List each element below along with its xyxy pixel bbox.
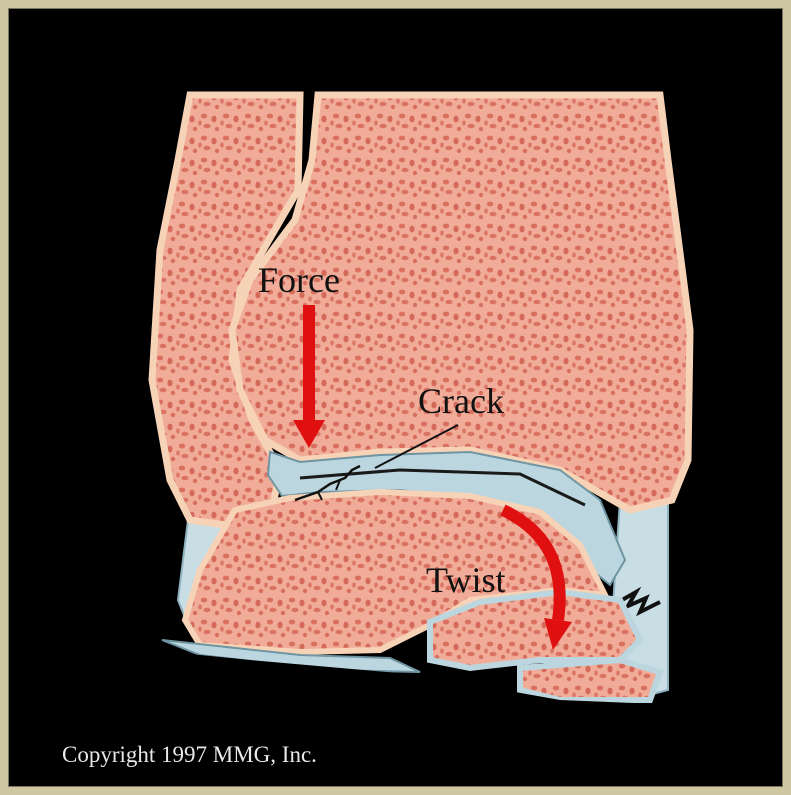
twist-label: Twist xyxy=(426,562,506,598)
foot-bone-right xyxy=(520,660,660,700)
crack-label: Crack xyxy=(418,383,504,419)
copyright-notice: Copyright 1997 MMG, Inc. xyxy=(62,742,317,768)
force-label: Force xyxy=(258,262,340,298)
